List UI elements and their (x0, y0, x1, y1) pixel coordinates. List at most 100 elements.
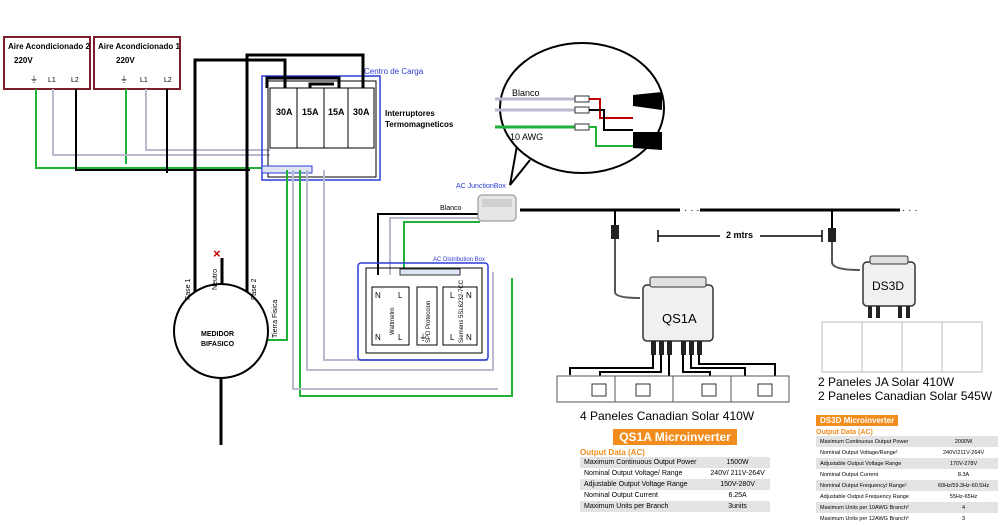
zoom-awg-label: 10 AWG (510, 132, 543, 142)
breaker-label: 15A (328, 107, 345, 117)
spec-key: Nominal Output Voltage/ Range (580, 468, 706, 479)
spec-key: Adjustable Output Frequency Range (816, 491, 930, 502)
spec-value: 240V/211V-264V (929, 447, 998, 458)
neutro-label: Neutro (212, 269, 219, 290)
breakers-label-line2: Termomagneticos (385, 120, 454, 129)
ds3d-device-label: DS3D (872, 279, 904, 293)
ds3d-panels-caption-1: 2 Paneles JA Solar 410W (818, 375, 955, 389)
terminal-n: N (466, 291, 472, 300)
cable-continues-dots: · · · (684, 205, 700, 216)
spec-value: 150V-280V (705, 479, 770, 490)
terminal-n: N (375, 291, 381, 300)
ds3d-panels-caption-2: 2 Paneles Canadian Solar 545W (818, 389, 993, 403)
qs1a-device-label: QS1A (662, 311, 697, 326)
spec-key: Maximum Continuous Output Power (580, 457, 706, 468)
ac-unit-2: Aire Acondicionado 2 220V ⏚ L1 L2 (3, 36, 91, 90)
ac-unit-1: Aire Acondicionado 1 220V ⏚ L1 L2 (93, 36, 181, 90)
ds3d-spec-sub: Output Data (AC) (816, 429, 873, 436)
ds3d-spec-panel: DS3D Microinverter Output Data (AC) Maxi… (816, 410, 998, 524)
terminal-l: L (398, 333, 403, 342)
ac-wires (35, 89, 270, 173)
spec-value: 60Hz/59.3Hz-60.5Hz (929, 480, 998, 491)
terminal-l: L (398, 291, 403, 300)
spec-value: 8.3A (929, 469, 998, 480)
terminal-l: L (450, 333, 455, 342)
qs1a-panels-caption: 4 Paneles Canadian Solar 410W (580, 409, 755, 423)
distribution-label: AC Distribution Box (433, 257, 485, 263)
fase2-label: Fase 2 (251, 278, 258, 300)
ac2-voltage: 220V (14, 56, 33, 65)
disconnected-x-icon: × (213, 246, 221, 261)
spec-value: 6.25A (705, 490, 770, 501)
ac1-title: Aire Acondicionado 1 (98, 42, 180, 51)
module-wattmetro: Wattmetro (390, 307, 396, 335)
ground-symbol-icon: ⏚ (120, 75, 128, 84)
qs1a-spec-title: QS1A Microinverter (613, 429, 737, 445)
pv-feed-wires (268, 170, 513, 397)
spec-value: 170V-278V (929, 458, 998, 469)
spec-value: 3 (929, 513, 998, 524)
spec-value: 3units (705, 501, 770, 512)
spacing-marker: 2 mtrs (657, 228, 823, 242)
feeder-wires (193, 53, 365, 292)
spec-value: 55Hz-65Hz (929, 491, 998, 502)
distribution-box: AC Distribution Box N L N L L N L N Watt… (357, 257, 489, 361)
qs1a-spec-sub: Output Data (AC) (580, 448, 645, 457)
qs1a-assembly: QS1A 4 Paneles Canadian Solar 410W (556, 210, 790, 423)
spec-key: Adjustable Output Voltage Range (816, 458, 930, 469)
spec-key: Nominal Output Voltage/Range¹ (816, 447, 930, 458)
spec-key: Nominal Output Frequency/ Range¹ (816, 480, 930, 491)
ds3d-spec-title: DS3D Microinverter (816, 415, 899, 426)
breaker-label: 30A (353, 107, 370, 117)
spec-key: Nominal Output Current (816, 469, 930, 480)
tierra-label: Tierra Fisica (272, 300, 279, 338)
spec-key: Maximum Units per 10AWG Branch² (816, 502, 930, 513)
ac1-terminal-l2: L2 (164, 77, 172, 84)
meter-title-1: MEDIDOR (201, 331, 234, 338)
terminal-n: N (375, 333, 381, 342)
terminal-l: L (450, 291, 455, 300)
junction-blanco-label: Blanco (440, 205, 462, 212)
spec-key: Nominal Output Current (580, 490, 706, 501)
ground-symbol-icon: ⏚ (419, 333, 427, 342)
spec-value: 4 (929, 502, 998, 513)
zoom-blanco-label: Blanco (512, 88, 540, 98)
ac2-terminal-l2: L2 (71, 77, 79, 84)
ground-symbol-icon: ⏚ (30, 75, 38, 84)
ds3d-assembly: DS3D 2 Paneles JA Solar 410W 2 Paneles C… (818, 210, 993, 403)
spec-key: Maximum Continuous Output Power (816, 436, 930, 447)
breaker-label: 15A (302, 107, 319, 117)
spec-key: Maximum Units per 12AWG Branch² (816, 513, 930, 524)
module-spd: SPD Proteccion (426, 301, 432, 343)
meter: MEDIDOR BIFASICO Fase 1 Neutro Fase 2 Ti… (173, 246, 279, 445)
ac2-terminal-l1: L1 (48, 77, 56, 84)
ac2-title: Aire Acondicionado 2 (8, 42, 90, 51)
zoom-bubble: Blanco 10 AWG (495, 42, 665, 186)
spec-value: 1500W (705, 457, 770, 468)
junction-label: AC JunctionBox (456, 183, 506, 190)
qs1a-spec-panel: QS1A Microinverter Output Data (AC) Maxi… (580, 428, 770, 512)
spacing-label: 2 mtrs (726, 230, 753, 240)
breaker-label: 30A (276, 107, 293, 117)
cable-continues-dots: · · · (902, 205, 918, 216)
spec-value: 240V/ 211V-264V (705, 468, 770, 479)
meter-title-2: BIFASICO (201, 341, 235, 348)
ac1-terminal-l1: L1 (140, 77, 148, 84)
module-siemens: Siemens 5SL6232-7CC (459, 279, 465, 343)
breakers-label-line1: Interruptores (385, 109, 435, 118)
junction-box: AC JunctionBox · · · · · · Blanco (377, 183, 918, 275)
fase1-label: Fase 1 (185, 278, 192, 300)
